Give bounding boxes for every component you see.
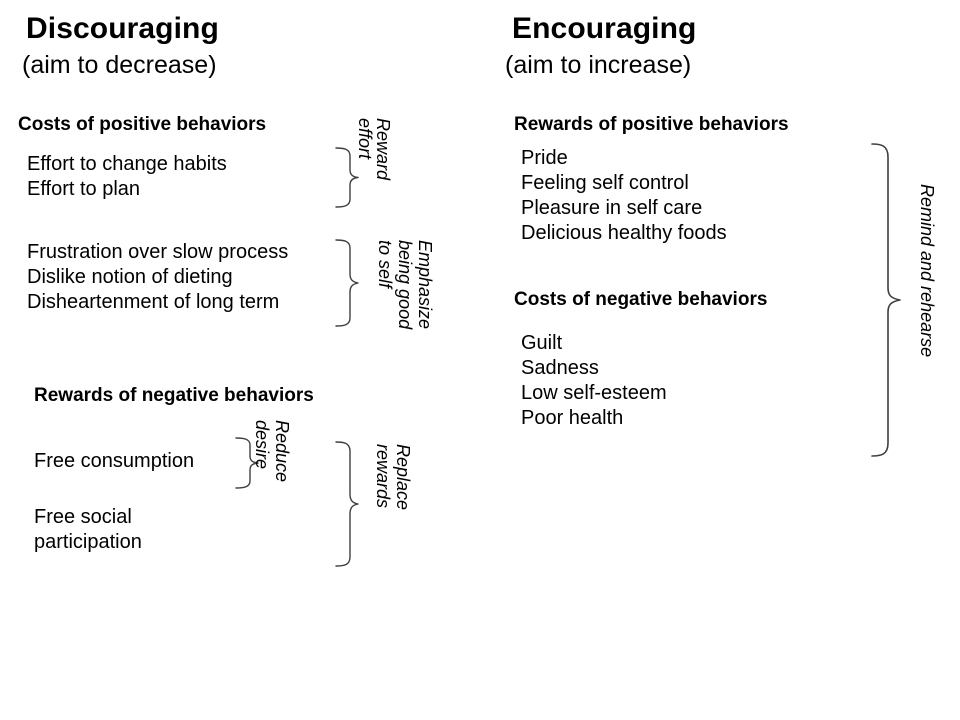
- left-column-subtitle: (aim to decrease): [22, 51, 217, 79]
- strategy-label-replace-rewards-line2: rewards: [373, 444, 393, 509]
- right-column-subtitle: (aim to increase): [505, 51, 692, 79]
- left-column-title: Discouraging: [26, 12, 219, 45]
- list-item: Effort to plan: [27, 178, 141, 200]
- strategy-label-replace-rewards-line1: Replace: [393, 444, 413, 511]
- list-item: Free social: [34, 506, 132, 528]
- item-group-costs-negative: Guilt Sadness Low self-esteem Poor healt…: [521, 331, 667, 431]
- brace-reduce-desire: [234, 434, 274, 492]
- list-item: Poor health: [521, 407, 624, 429]
- list-item: Disheartenment of long term: [27, 291, 280, 313]
- item-group-costs-positive-effort: Effort to change habits Effort to plan: [27, 152, 227, 202]
- list-item: Delicious healthy foods: [521, 222, 727, 244]
- section-heading-rewards-of-negative-behaviors: Rewards of negative behaviors: [34, 385, 314, 406]
- strategy-label-reduce-desire-line1: Reduce: [272, 420, 292, 483]
- brace-remind-and-rehearse: [870, 140, 912, 464]
- section-heading-costs-of-negative-behaviors: Costs of negative behaviors: [514, 289, 768, 310]
- item-group-costs-positive-frustration: Frustration over slow process Dislike no…: [27, 240, 288, 315]
- strategy-label-emphasize-line1: Emphasize: [415, 240, 435, 330]
- list-item: Effort to change habits: [27, 153, 227, 175]
- brace-emphasize-being-good-to-self: [334, 236, 374, 330]
- section-heading-costs-of-positive-behaviors: Costs of positive behaviors: [18, 114, 267, 135]
- brace-replace-rewards: [334, 438, 374, 570]
- strategy-label-reduce-desire-line2: desire: [252, 420, 272, 470]
- list-item: participation: [34, 531, 142, 553]
- list-item: Frustration over slow process: [27, 241, 289, 263]
- right-column-title: Encouraging: [512, 12, 697, 45]
- list-item: Feeling self control: [521, 172, 689, 194]
- strategy-label-reward-effort-line2: effort: [355, 118, 375, 160]
- list-item: Sadness: [521, 357, 599, 379]
- list-item: Guilt: [521, 332, 563, 354]
- section-heading-rewards-of-positive-behaviors: Rewards of positive behaviors: [514, 114, 789, 135]
- strategy-label-remind-and-rehearse: Remind and rehearse: [917, 184, 937, 358]
- strategy-label-reward-effort-line1: Reward: [373, 118, 393, 181]
- list-item: Pleasure in self care: [521, 197, 703, 219]
- item-group-rewards-negative-free-consumption: Free consumption: [34, 449, 194, 474]
- list-item: Low self-esteem: [521, 382, 667, 404]
- list-item: Free consumption: [34, 450, 195, 472]
- strategy-label-emphasize-line3: to self: [375, 240, 395, 289]
- item-group-rewards-positive: Pride Feeling self control Pleasure in s…: [521, 146, 727, 246]
- strategy-label-emphasize-line2: being good: [395, 240, 415, 330]
- list-item: Pride: [521, 147, 568, 169]
- list-item: Dislike notion of dieting: [27, 266, 233, 288]
- item-group-rewards-negative-free-social: Free social participation: [34, 505, 142, 555]
- brace-reward-effort: [334, 144, 374, 210]
